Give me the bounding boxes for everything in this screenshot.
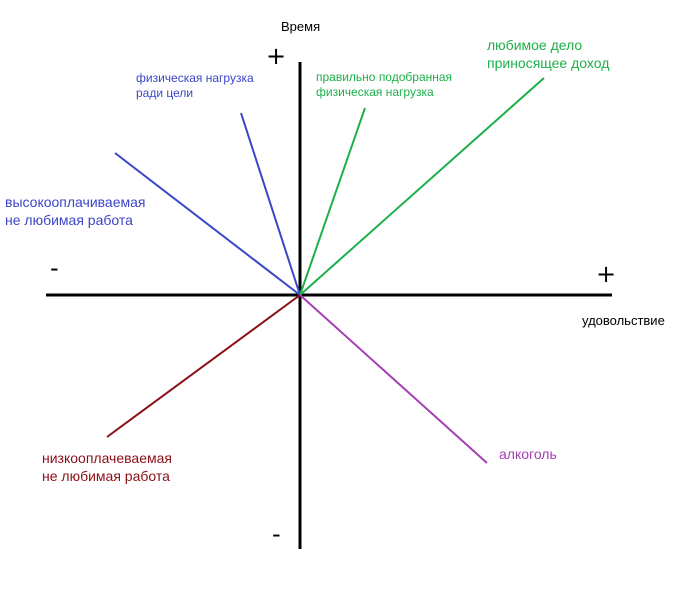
- x-minus-sign: -: [50, 254, 59, 282]
- ray-high-paid-unloved-job: [114, 152, 301, 296]
- label-right-physical-load: правильно подобранная физическая нагрузк…: [316, 70, 452, 100]
- x-plus-sign: +: [596, 260, 617, 288]
- ray-physical-goal: [240, 112, 301, 296]
- label-high-paid-line1: высокооплачиваемая: [5, 194, 146, 210]
- label-low-paid-line1: низкооплачеваемая: [42, 450, 172, 466]
- label-physical-goal: физическая нагрузка ради цели: [136, 71, 254, 101]
- y-axis-label: Время: [281, 19, 321, 34]
- label-right-physical-line1: правильно подобранная: [316, 70, 453, 84]
- label-high-paid-line2: не любимая работа: [5, 211, 133, 228]
- label-high-paid-unloved-job: высокооплачиваемая не любимая работа: [5, 194, 146, 229]
- label-alcohol-line1: алкоголь: [499, 446, 557, 462]
- ray-right-physical-load: [299, 107, 366, 296]
- y-minus-sign: -: [272, 520, 281, 548]
- label-physical-goal-line1: физическая нагрузка: [136, 71, 254, 85]
- label-favorite-work-line1: любимое дело: [487, 37, 583, 53]
- label-alcohol: алкоголь: [499, 446, 557, 464]
- x-axis-label: удовольствие: [582, 313, 665, 328]
- ray-low-paid-unloved-job: [106, 294, 301, 438]
- label-favorite-work-income: любимое дело приносящее доход: [487, 37, 609, 72]
- label-favorite-work-line2: приносящее доход: [487, 54, 610, 71]
- label-low-paid-line2: не любимая работа: [42, 467, 170, 484]
- ray-alcohol: [299, 294, 488, 464]
- label-physical-goal-line2: ради цели: [136, 86, 194, 100]
- ray-favorite-work-income: [299, 77, 545, 296]
- y-plus-sign: +: [266, 42, 287, 70]
- label-low-paid-unloved-job: низкооплачеваемая не любимая работа: [42, 450, 172, 485]
- label-right-physical-line2: физическая нагрузка: [316, 85, 434, 99]
